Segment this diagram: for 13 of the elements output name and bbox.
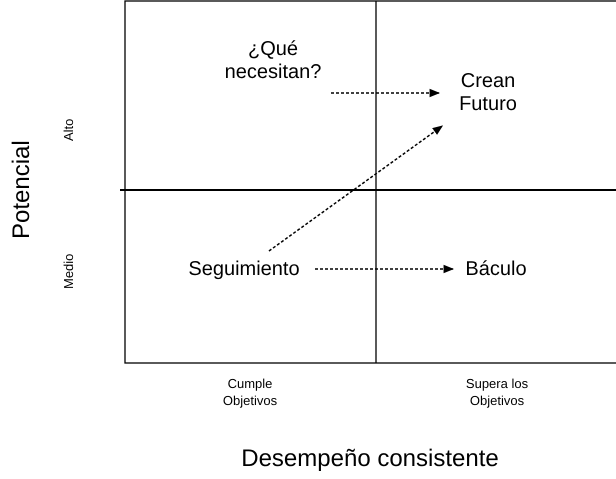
quadrant-label: Crean Futuro <box>442 63 534 123</box>
axis-title: Desempeño consistente <box>240 445 500 474</box>
arrow <box>268 125 444 252</box>
axis-tick-label: Cumple Objetivos <box>222 375 278 410</box>
quadrant-label: Seguimiento <box>176 254 312 284</box>
arrow <box>315 264 454 274</box>
axis-tick-label: Medio <box>60 252 77 291</box>
axis-tick-label: Supera los Objetivos <box>464 375 530 410</box>
axis-tick-label: Alto <box>60 118 77 144</box>
quadrant-label: Báculo <box>456 254 536 284</box>
axis-title: Potencial <box>8 140 36 242</box>
quadrant-label: ¿Qué necesitan? <box>218 38 328 148</box>
arrow <box>331 88 440 98</box>
